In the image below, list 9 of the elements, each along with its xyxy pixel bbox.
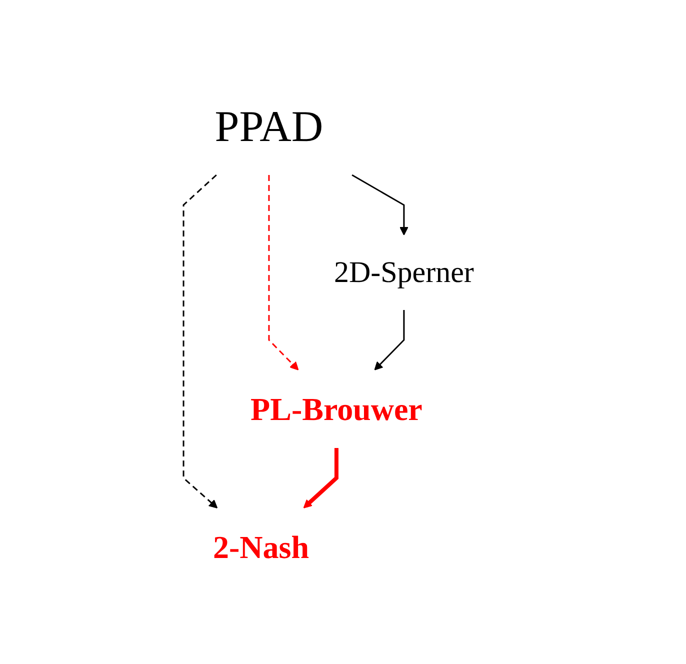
arrow — [351, 174, 408, 235]
node-text: 2-Nash — [212, 528, 309, 564]
node-text: PL-Brouwer — [250, 390, 422, 426]
node-text: 2D-Sperner — [334, 255, 474, 288]
arrow — [302, 448, 338, 508]
arrow — [268, 174, 298, 370]
arrow — [374, 310, 404, 370]
arrow — [182, 174, 218, 508]
node-text: PPAD — [214, 102, 323, 150]
